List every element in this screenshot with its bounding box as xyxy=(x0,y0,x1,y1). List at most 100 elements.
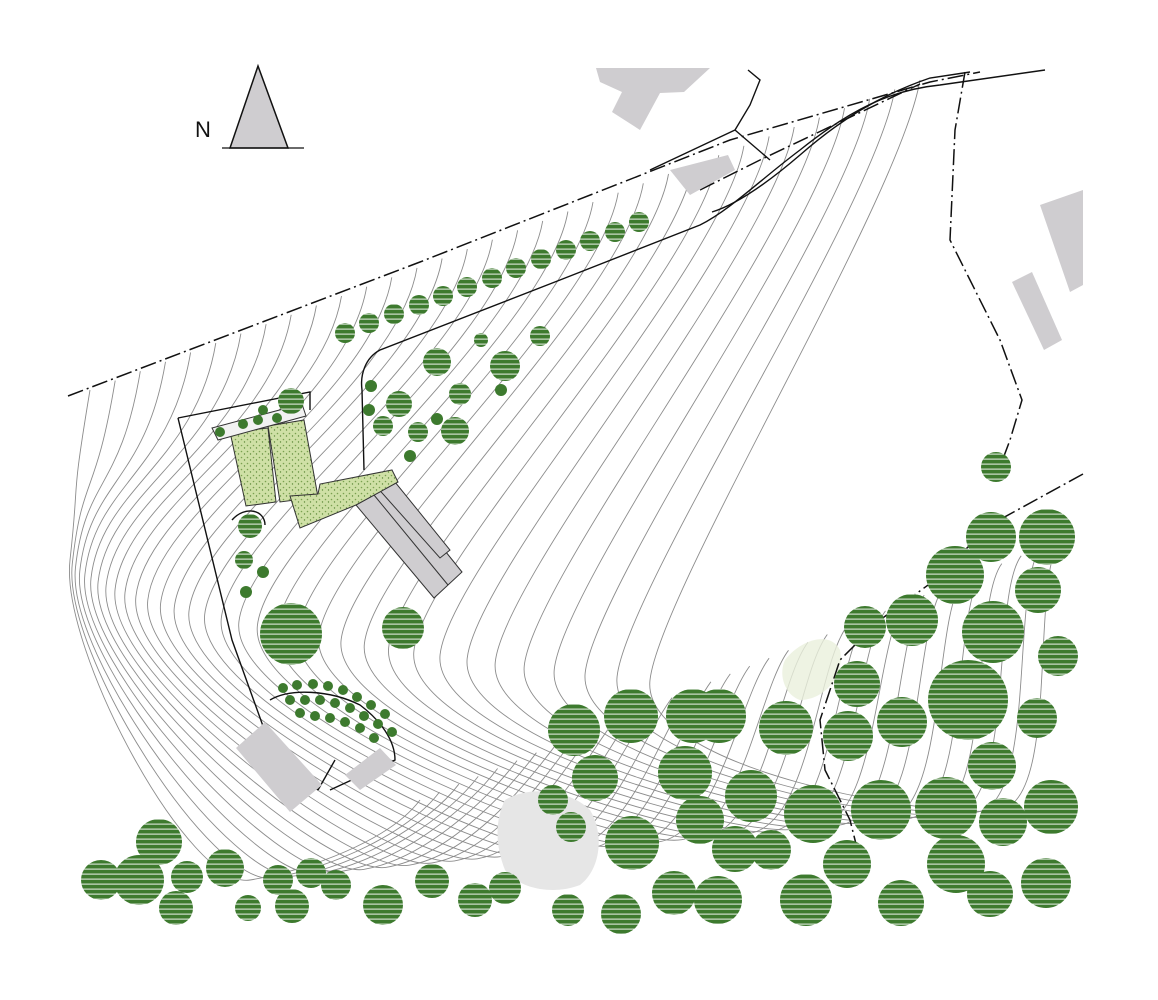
tree xyxy=(926,546,984,604)
tree xyxy=(449,383,471,405)
tree xyxy=(1019,509,1075,565)
tree xyxy=(1017,698,1057,738)
contour-line xyxy=(584,98,1022,816)
tree xyxy=(272,413,282,423)
tree xyxy=(386,391,412,417)
contour-line xyxy=(69,389,421,881)
tree xyxy=(878,880,924,926)
contour-line xyxy=(466,136,944,824)
garden-bed-west xyxy=(229,427,277,507)
tree xyxy=(260,603,322,665)
building-south-1 xyxy=(236,722,322,812)
tree xyxy=(877,697,927,747)
tree xyxy=(506,258,526,278)
contour-line xyxy=(204,249,712,850)
tree xyxy=(340,717,350,727)
tree xyxy=(851,780,911,840)
contour-line xyxy=(523,117,983,820)
tree xyxy=(915,777,977,839)
tree xyxy=(784,785,842,843)
tree xyxy=(285,695,295,705)
tree xyxy=(238,514,262,538)
tree xyxy=(373,719,383,729)
contour-line xyxy=(388,164,886,831)
light-green-patch xyxy=(782,639,841,700)
tree xyxy=(780,874,832,926)
tree xyxy=(572,755,618,801)
contour-line xyxy=(276,211,789,841)
tree xyxy=(300,695,310,705)
tree xyxy=(712,826,758,872)
tree xyxy=(431,413,443,425)
tree xyxy=(556,812,586,842)
tree xyxy=(601,894,641,934)
tree xyxy=(629,212,649,232)
tree xyxy=(489,872,521,904)
tree xyxy=(580,231,600,251)
tree xyxy=(258,405,268,415)
tree xyxy=(967,871,1013,917)
tree xyxy=(552,894,584,926)
tree xyxy=(1021,858,1071,908)
tree xyxy=(604,689,658,743)
tree xyxy=(605,222,625,242)
building-north-2 xyxy=(670,155,735,195)
contour-line xyxy=(79,361,479,875)
tree xyxy=(408,422,428,442)
tree xyxy=(474,333,488,347)
building-east-1 xyxy=(1040,190,1083,292)
tree xyxy=(1015,567,1061,613)
tree xyxy=(1024,780,1078,834)
tree xyxy=(962,601,1024,663)
tree xyxy=(886,594,938,646)
tree xyxy=(278,388,304,414)
tree xyxy=(423,348,451,376)
tree xyxy=(240,586,252,598)
tree xyxy=(380,709,390,719)
tree xyxy=(325,713,335,723)
tree xyxy=(927,835,985,893)
tree xyxy=(345,703,355,713)
tree xyxy=(323,681,333,691)
tree xyxy=(759,701,813,755)
tree xyxy=(457,277,477,297)
tree xyxy=(215,427,225,437)
tree xyxy=(206,849,244,887)
tree xyxy=(834,661,880,707)
tree xyxy=(365,380,377,392)
tree xyxy=(338,685,348,695)
tree xyxy=(81,860,121,900)
garden-terrace xyxy=(289,469,399,529)
tree xyxy=(751,830,791,870)
tree xyxy=(979,798,1027,846)
trees xyxy=(81,212,1078,934)
tree xyxy=(235,895,261,921)
tree xyxy=(355,723,365,733)
tree xyxy=(676,796,724,844)
contour-line xyxy=(439,145,925,826)
tree xyxy=(490,351,520,381)
tree xyxy=(263,865,293,895)
tree xyxy=(1038,636,1078,676)
tree xyxy=(530,326,550,346)
building-north-1 xyxy=(596,68,710,130)
contour-line xyxy=(220,239,731,847)
tree xyxy=(136,819,182,865)
contour-line xyxy=(74,371,460,877)
tree xyxy=(666,689,720,743)
tree xyxy=(114,855,164,905)
tree xyxy=(482,268,502,288)
tree xyxy=(556,240,576,260)
tree xyxy=(415,864,449,898)
tree xyxy=(366,700,376,710)
main-barn xyxy=(355,481,463,599)
tree xyxy=(275,889,309,923)
tree xyxy=(308,679,318,689)
tree xyxy=(404,450,416,462)
tree xyxy=(981,452,1011,482)
contour-line xyxy=(114,314,576,864)
building-east-2 xyxy=(1012,272,1062,350)
tree xyxy=(373,416,393,436)
contour-line xyxy=(173,267,673,854)
